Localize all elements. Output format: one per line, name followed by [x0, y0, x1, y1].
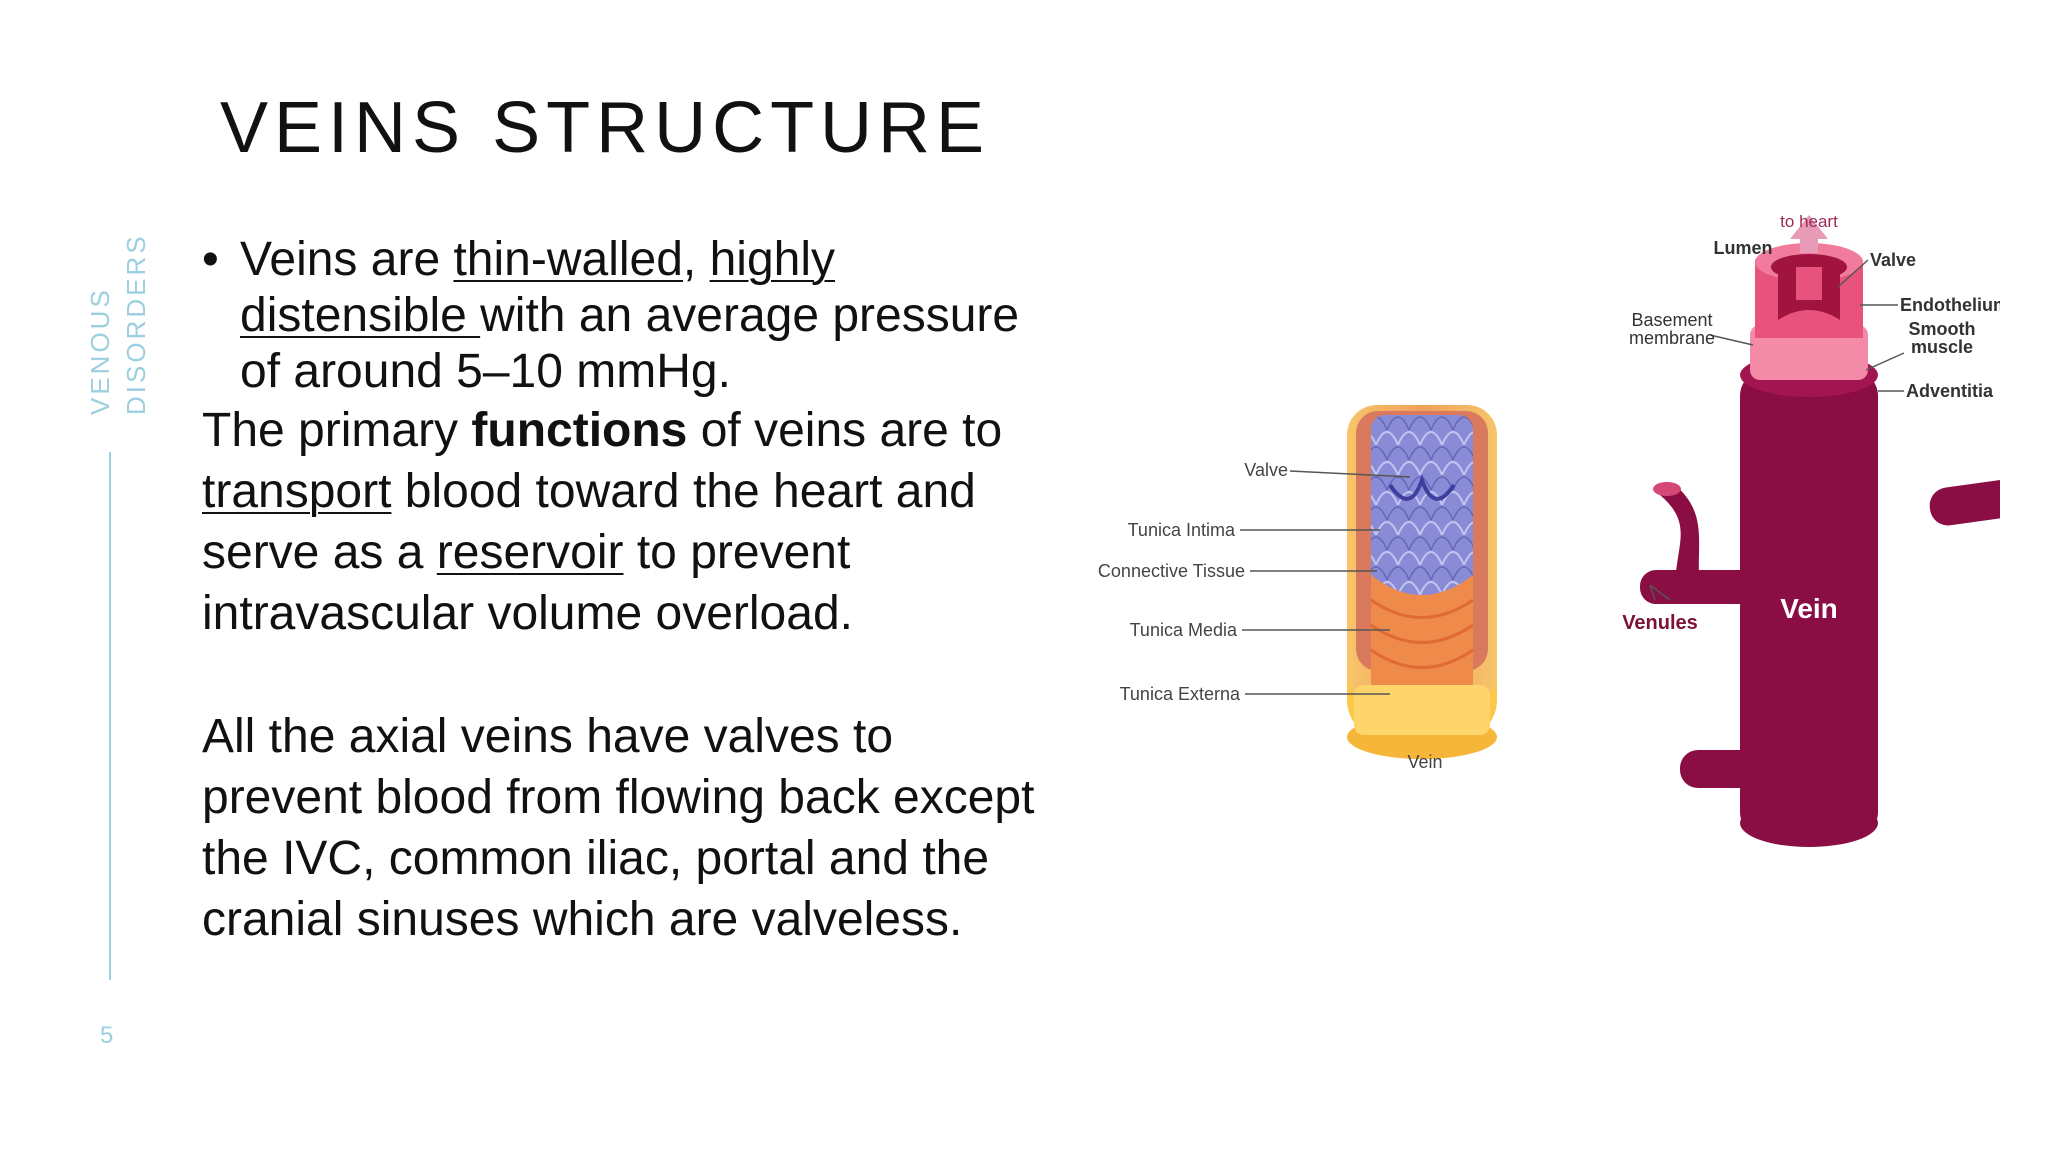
- label-smooth-muscle-line1: Smooth: [1909, 319, 1976, 339]
- text-run: blood toward the heart and serve as a: [202, 465, 976, 579]
- bullet-dot: •: [202, 233, 219, 286]
- label-venules: Venules: [1622, 612, 1698, 634]
- label-tunica-intima: Tunica Intima: [1128, 520, 1236, 540]
- label-lumen: Lumen: [1713, 238, 1772, 258]
- text-run: to prevent intravascular volume overload…: [202, 526, 853, 640]
- body-text: • Veins are thin-walled, highly distensi…: [202, 232, 1062, 950]
- text-run: ,: [682, 233, 710, 286]
- label-vein: Vein: [1780, 593, 1838, 624]
- text-run: Veins are: [240, 233, 454, 286]
- side-divider-line: [109, 452, 111, 980]
- label-tunica-media: Tunica Media: [1130, 620, 1238, 640]
- label-tunica-externa: Tunica Externa: [1120, 684, 1241, 704]
- bold-term-functions: functions: [471, 404, 688, 457]
- valves-paragraph: All the axial veins have valves to preve…: [202, 710, 1035, 946]
- bullet-item: • Veins are thin-walled, highly distensi…: [202, 232, 1062, 400]
- text-run: of veins are to: [687, 404, 1003, 457]
- page-number: 5: [100, 1022, 114, 1049]
- label-to-heart: to heart: [1780, 212, 1838, 231]
- slide-title: VEINS STRUCTURE: [220, 88, 991, 168]
- side-label-line-2: DISORDERS: [121, 233, 151, 415]
- label-connective-tissue: Connective Tissue: [1098, 561, 1245, 581]
- text-run: The primary: [202, 404, 472, 457]
- section-side-label: VENOUS DISORDERS: [82, 75, 162, 415]
- left-figure-caption: Vein: [1407, 752, 1442, 772]
- label-valve: Valve: [1870, 250, 1916, 270]
- vein-layers-figure: to heart Lumen Valve Endothelium Basemen…: [1622, 212, 2000, 847]
- underlined-term-thin-walled: thin-walled: [453, 233, 683, 286]
- vein-cross-section-figure: Valve Tunica Intima Connective Tissue Tu…: [1098, 405, 1497, 772]
- label-adventitia: Adventitia: [1906, 381, 1994, 401]
- label-valve: Valve: [1244, 460, 1288, 480]
- label-basement-membrane-line1: Basement: [1631, 310, 1712, 330]
- vein-tube-illustration: [1347, 405, 1497, 759]
- underlined-term-transport: transport: [202, 465, 392, 518]
- label-smooth-muscle-line2: muscle: [1911, 337, 1973, 357]
- functions-paragraph: The primary functions of veins are to tr…: [202, 400, 1062, 644]
- label-endothelium: Endothelium: [1900, 295, 2000, 315]
- vein-illustration: [1640, 215, 2000, 847]
- label-basement-membrane-line2: membrane: [1629, 328, 1715, 348]
- right-figure-leaders: [1649, 259, 1905, 601]
- underlined-term-highly-distensible: highly distensible: [240, 233, 836, 342]
- text-run: with an average pressure of around 5–10 …: [240, 289, 1020, 398]
- underlined-term-reservoir: reservoir: [436, 526, 624, 579]
- left-figure-leaders: [1240, 470, 1411, 695]
- side-label-line-1: VENOUS: [85, 287, 115, 415]
